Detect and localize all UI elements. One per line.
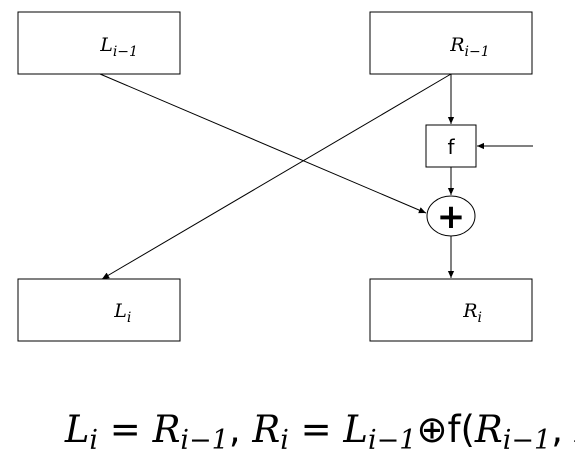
r-next-box <box>369 278 533 342</box>
l-next-box <box>17 278 181 342</box>
xor-plus-symbol: + <box>437 197 466 237</box>
l-prev-box <box>17 11 181 75</box>
f-function-label: f <box>447 135 455 159</box>
r-prev-box <box>369 11 533 75</box>
l-prev-label: Li−1 <box>70 34 156 61</box>
r-next-label: Ri <box>433 300 500 327</box>
f-function-box <box>425 124 477 168</box>
arrow-r-prev-to-l-next <box>101 73 452 280</box>
arrow-l-prev-to-xor <box>99 73 427 214</box>
r-prev-label: Ri−1 <box>420 34 508 61</box>
l-next-label: Li <box>84 300 149 327</box>
key-label: Ki <box>545 135 575 162</box>
round-equation: Li = Ri−1, Ri = Li−1⊕f(Ri−1, Ki) <box>6 408 575 456</box>
